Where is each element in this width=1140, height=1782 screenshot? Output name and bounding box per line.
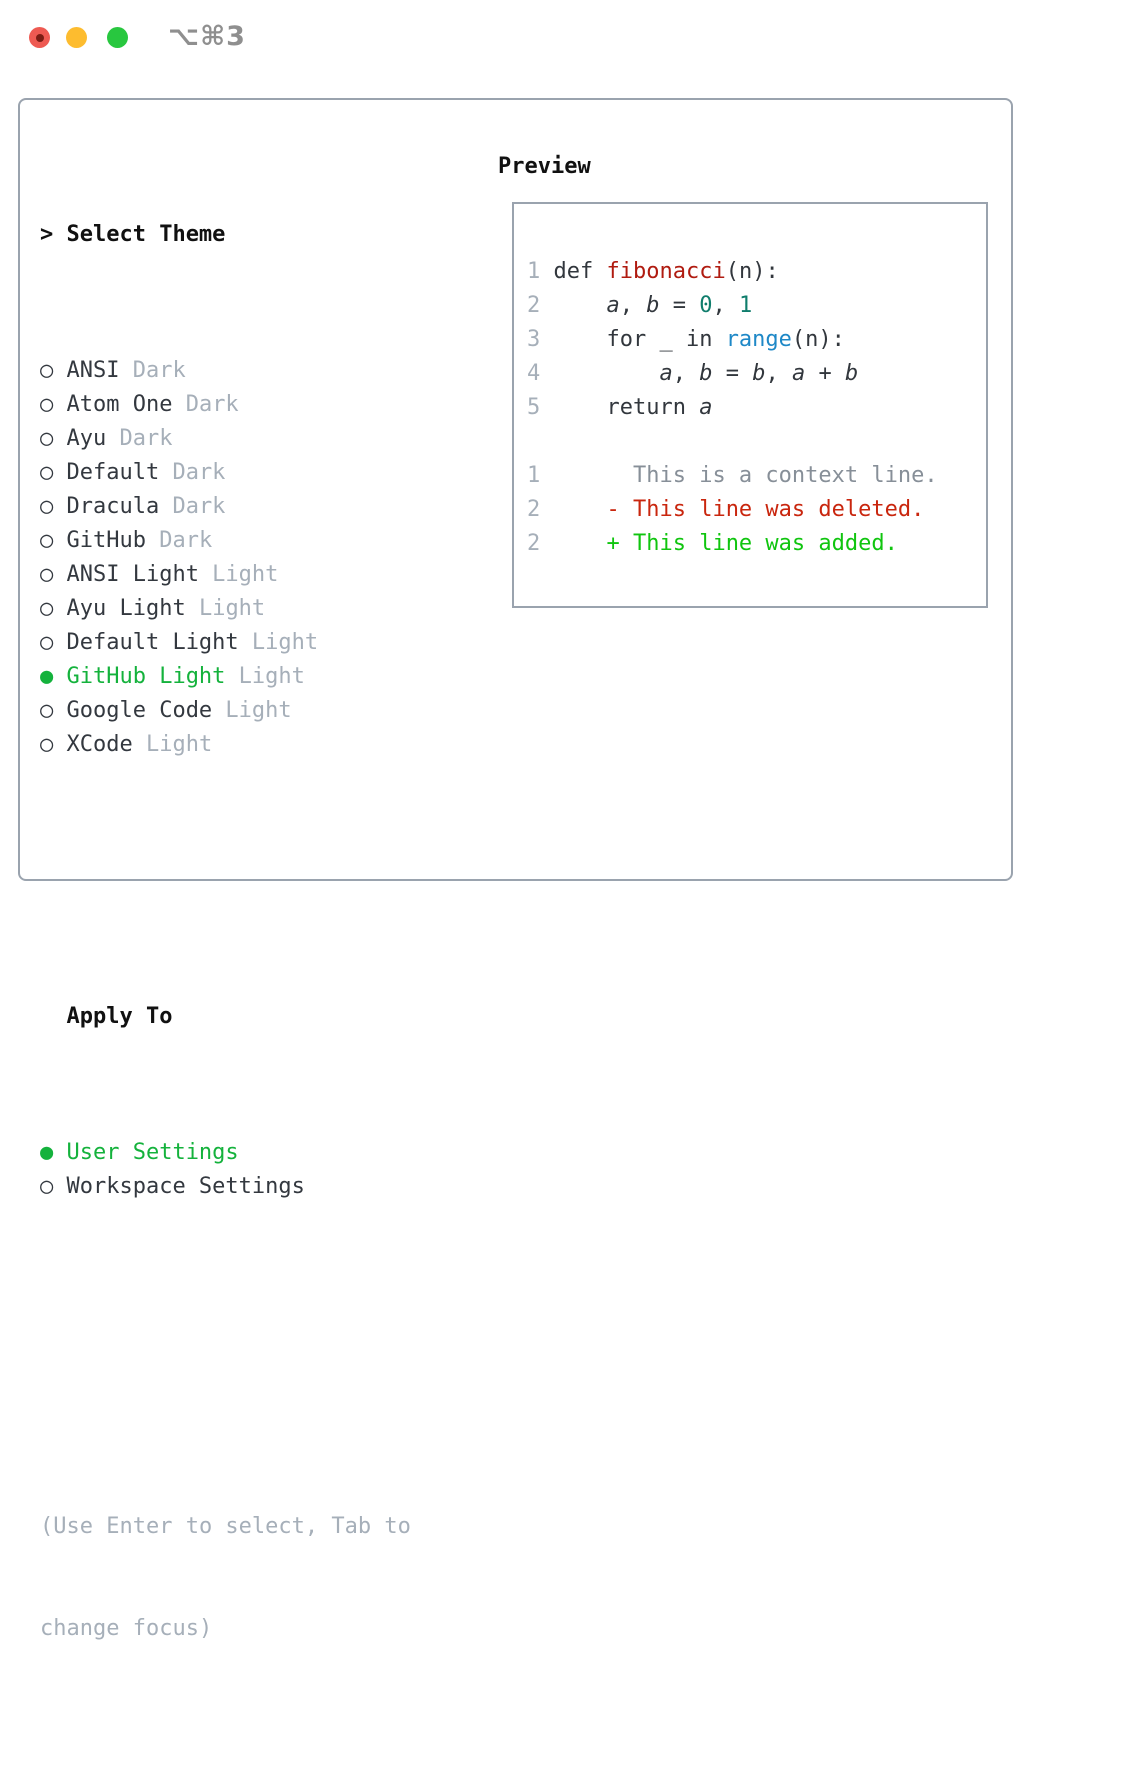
radio-unselected-icon: ○ bbox=[40, 422, 66, 456]
preview-line-6 bbox=[527, 425, 976, 459]
radio-unselected-icon: ○ bbox=[40, 490, 66, 524]
option-label: Default Light bbox=[66, 630, 238, 655]
radio-selected-icon: ● bbox=[40, 660, 66, 694]
option-variant-label: Light bbox=[212, 698, 291, 723]
radio-unselected-icon: ○ bbox=[40, 388, 66, 422]
preview-line-3: 3 for _ in range(n): bbox=[527, 323, 976, 357]
radio-unselected-icon: ○ bbox=[40, 728, 66, 762]
theme-option-xcode[interactable]: ○XCode Light bbox=[40, 728, 411, 762]
theme-option-default[interactable]: ○Default Dark bbox=[40, 456, 411, 490]
apply-option-user-settings[interactable]: ●User Settings bbox=[40, 1136, 411, 1170]
radio-unselected-icon: ○ bbox=[40, 354, 66, 388]
option-variant-label: Dark bbox=[159, 460, 225, 485]
preview-line-1: 1 def fibonacci(n): bbox=[527, 255, 976, 289]
apply-option-workspace-settings[interactable]: ○Workspace Settings bbox=[40, 1170, 411, 1204]
spacer bbox=[40, 864, 411, 898]
option-label: GitHub Light bbox=[66, 664, 225, 689]
theme-option-dracula[interactable]: ○Dracula Dark bbox=[40, 490, 411, 524]
option-label: Ayu bbox=[66, 426, 106, 451]
preview-line-4: 4 a, b = b, a + b bbox=[527, 357, 976, 391]
theme-picker-column: >Select Theme ○ANSI Dark○Atom One Dark○A… bbox=[40, 150, 411, 1782]
theme-option-ayu-light[interactable]: ○Ayu Light Light bbox=[40, 592, 411, 626]
option-variant-label: Dark bbox=[119, 358, 185, 383]
radio-unselected-icon: ○ bbox=[40, 456, 66, 490]
window-title: ⌥⌘3 bbox=[168, 21, 246, 52]
option-variant-label: Light bbox=[225, 664, 304, 689]
main-panel: >Select Theme ○ANSI Dark○Atom One Dark○A… bbox=[18, 98, 1013, 881]
radio-unselected-icon: ○ bbox=[40, 524, 66, 558]
option-variant-label: Dark bbox=[172, 392, 238, 417]
preview-header: Preview bbox=[498, 150, 591, 184]
theme-option-default-light[interactable]: ○Default Light Light bbox=[40, 626, 411, 660]
option-label: GitHub bbox=[66, 528, 145, 553]
preview-line-5: 5 return a bbox=[527, 391, 976, 425]
option-label: Dracula bbox=[66, 494, 159, 519]
radio-unselected-icon: ○ bbox=[40, 558, 66, 592]
theme-option-atom-one[interactable]: ○Atom One Dark bbox=[40, 388, 411, 422]
close-button[interactable] bbox=[29, 27, 50, 48]
apply-to-list: ●User Settings○Workspace Settings bbox=[40, 1136, 411, 1204]
option-variant-label: Light bbox=[133, 732, 212, 757]
spacer bbox=[40, 1306, 411, 1340]
radio-selected-icon: ● bbox=[40, 1136, 66, 1170]
apply-to-header: Apply To bbox=[66, 1000, 410, 1034]
theme-option-github[interactable]: ○GitHub Dark bbox=[40, 524, 411, 558]
hint-line-2: change focus) bbox=[40, 1612, 411, 1646]
close-modified-dot bbox=[36, 34, 44, 42]
focus-marker: > bbox=[40, 218, 66, 252]
option-label: Default bbox=[66, 460, 159, 485]
radio-unselected-icon: ○ bbox=[40, 626, 66, 660]
preview-line-2: 2 a, b = 0, 1 bbox=[527, 289, 976, 323]
option-variant-label: Dark bbox=[146, 528, 212, 553]
theme-option-ayu[interactable]: ○Ayu Dark bbox=[40, 422, 411, 456]
option-label: XCode bbox=[66, 732, 132, 757]
titlebar: ⌥⌘3 bbox=[0, 0, 1140, 70]
app-window: ⌥⌘3 >Select Theme ○ANSI Dark○Atom One Da… bbox=[0, 0, 1140, 934]
option-variant-label: Light bbox=[199, 562, 278, 587]
preview-line-9: 2 + This line was added. bbox=[527, 527, 976, 561]
option-variant-label: Light bbox=[186, 596, 265, 621]
option-label: Atom One bbox=[66, 392, 172, 417]
radio-unselected-icon: ○ bbox=[40, 1170, 66, 1204]
hint-text: (Use Enter to select, Tab to change focu… bbox=[40, 1442, 411, 1714]
apply-to-header-label: Apply To bbox=[66, 1004, 172, 1029]
radio-unselected-icon: ○ bbox=[40, 694, 66, 728]
theme-option-google-code[interactable]: ○Google Code Light bbox=[40, 694, 411, 728]
theme-option-ansi[interactable]: ○ANSI Dark bbox=[40, 354, 411, 388]
theme-list: ○ANSI Dark○Atom One Dark○Ayu Dark○Defaul… bbox=[40, 354, 411, 762]
option-variant-label: Light bbox=[239, 630, 318, 655]
radio-unselected-icon: ○ bbox=[40, 592, 66, 626]
option-label: ANSI bbox=[66, 358, 119, 383]
preview-line-8: 2 - This line was deleted. bbox=[527, 493, 976, 527]
option-variant-label: Dark bbox=[106, 426, 172, 451]
option-label: Ayu Light bbox=[66, 596, 185, 621]
option-label: Workspace Settings bbox=[66, 1174, 304, 1199]
option-label: ANSI Light bbox=[66, 562, 198, 587]
maximize-button[interactable] bbox=[107, 27, 128, 48]
select-theme-header: >Select Theme bbox=[40, 218, 411, 252]
theme-option-github-light[interactable]: ●GitHub Light Light bbox=[40, 660, 411, 694]
preview-line-7: 1 This is a context line. bbox=[527, 459, 976, 493]
hint-line-1: (Use Enter to select, Tab to bbox=[40, 1510, 411, 1544]
select-theme-header-label: Select Theme bbox=[66, 222, 225, 247]
minimize-button[interactable] bbox=[66, 27, 87, 48]
option-variant-label: Dark bbox=[159, 494, 225, 519]
theme-option-ansi-light[interactable]: ○ANSI Light Light bbox=[40, 558, 411, 592]
option-label: User Settings bbox=[66, 1140, 238, 1165]
option-label: Google Code bbox=[66, 698, 212, 723]
